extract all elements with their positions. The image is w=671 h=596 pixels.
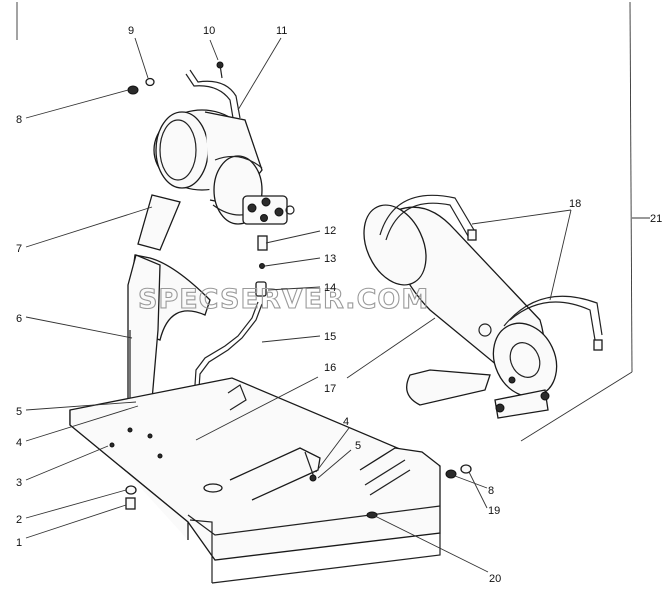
- crossbar: [229, 447, 321, 501]
- pump-unit: [242, 195, 295, 225]
- callout-9: 9: [128, 25, 134, 37]
- callout-21: 21: [650, 213, 662, 225]
- callout-8-left: 8: [16, 114, 22, 126]
- fittings: [255, 235, 268, 297]
- bolt-washer-base: [125, 464, 472, 519]
- callout-14: 14: [324, 282, 336, 294]
- callout-7: 7: [16, 243, 22, 255]
- callout-20: 20: [489, 573, 501, 585]
- callout-6: 6: [16, 313, 22, 325]
- callout-10: 10: [203, 25, 215, 37]
- callout-15: 15: [324, 331, 336, 343]
- muffler: [363, 204, 558, 419]
- callout-18: 18: [569, 198, 581, 210]
- support-bracket: [127, 254, 161, 406]
- callout-5-left: 5: [16, 406, 22, 418]
- callout-2: 2: [16, 514, 22, 526]
- callout-16: 16: [324, 362, 336, 374]
- callout-8-right: 8: [488, 485, 494, 497]
- callout-11: 11: [276, 25, 287, 37]
- callout-3: 3: [16, 477, 22, 489]
- connecting-tube-inner: [197, 303, 263, 403]
- leader-lines: [25, 37, 650, 573]
- callout-4-left: 4: [16, 437, 22, 449]
- nuts-washers-top: [127, 77, 155, 95]
- callout-5-right: 5: [355, 440, 361, 452]
- mounting-strap: [185, 61, 241, 119]
- callout-12: 12: [324, 225, 336, 237]
- frame-border-lines: [16, 1, 633, 373]
- callout-17: 17: [324, 383, 336, 395]
- callout-4-right: 4: [343, 416, 349, 428]
- callout-numbers: 1 2 3 4 4 5 5 6 7 8 8 9 10 11 12 13 14 1…: [16, 25, 662, 585]
- callout-1: 1: [16, 537, 22, 549]
- muffler-straps: [379, 194, 603, 351]
- callout-13: 13: [324, 253, 336, 265]
- callout-19: 19: [488, 505, 500, 517]
